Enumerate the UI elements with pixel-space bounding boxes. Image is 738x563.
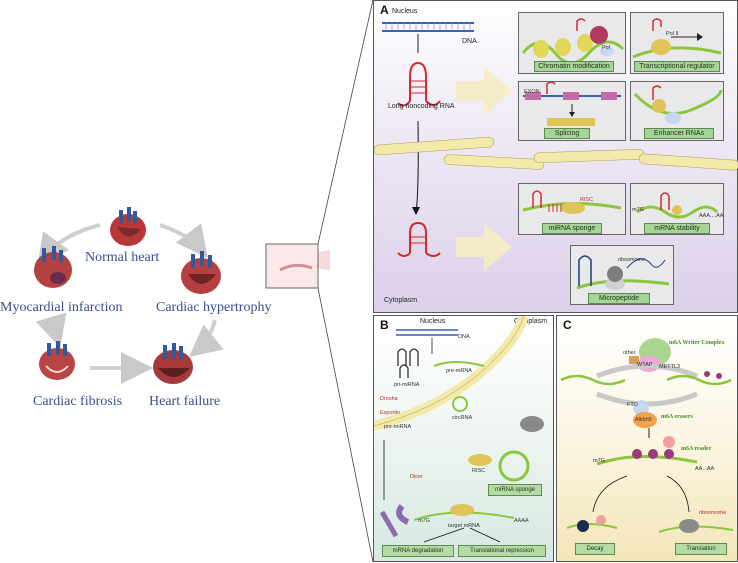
panel-a: A Nucleus DNA Long noncoding RNA Cyt [373, 0, 738, 313]
pre-mrna-label: pre-mRNA [446, 368, 472, 374]
b-cytoplasm-label: Cytoplasm [514, 318, 548, 325]
chromatin-label: Chromatin modification [534, 61, 614, 72]
exportin-label: Exportin [380, 410, 401, 416]
normal-heart-image [110, 207, 146, 246]
c-aa-label: AA...AA [695, 466, 715, 472]
b-aaaa-label: AAAA [514, 518, 529, 524]
fto-label: FTO [627, 402, 638, 408]
aaa-label-a: AAA....AA [699, 213, 724, 219]
b-sponge-label: miRNA sponge [488, 484, 542, 496]
translation-label: Translation [675, 543, 727, 555]
normal-heart-label: Normal heart [85, 250, 160, 265]
drosha-label: Drosha [380, 396, 398, 402]
dna-label: DNA [462, 38, 477, 45]
micropeptide-box [570, 245, 674, 305]
b-nucleus-label: Nucleus [420, 318, 446, 325]
panel-c-tag: C [563, 318, 572, 332]
panel-c: C m6A Writer Complex other WTAP [556, 315, 738, 562]
m7g-label-a: m7G [632, 207, 644, 213]
dicer-label: Dicer [410, 474, 423, 480]
panel-b: B Nucleus Cytoplasm DNA pri-miRNA pre-m [373, 315, 554, 562]
panel-a-drawing [374, 22, 738, 271]
panel-c-drawing [560, 338, 734, 533]
lncrna-label: Long noncoding RNA [388, 103, 455, 110]
panel-a-tag: A [380, 3, 389, 17]
risc-label-a: RISC [580, 197, 594, 203]
erasers-label: m6A erasers [661, 414, 693, 420]
pri-mirna-label: pri-miRNA [394, 382, 420, 388]
infarction-label: Myocardial infarction [0, 300, 123, 315]
hypertrophy-label: Cardiac hypertrophy [156, 300, 272, 315]
alkbh5-label: Alkbh5 [635, 417, 652, 423]
ribosome-label-a: ribsomome [618, 257, 646, 263]
b-m7g-label: m7G [418, 518, 430, 524]
pol2-label: Pol II [666, 31, 679, 37]
pre-mirna-label: pre-miRNA [384, 424, 412, 430]
writer-label: m6A Writer Complex [669, 340, 725, 346]
mettl3-label: METTL3 [659, 364, 681, 370]
failure-label: Heart failure [149, 394, 221, 409]
enhancer-label: Enhancer RNAs [644, 128, 714, 139]
decay-label: Decay [575, 543, 615, 555]
pol-label: Pol [602, 45, 610, 51]
exon-label: EXON [524, 89, 540, 95]
zoom-callout [265, 0, 374, 562]
failure-heart-image [153, 343, 193, 384]
cytoplasm-label: Cytoplasm [384, 297, 418, 304]
nucleus-label: Nucleus [392, 8, 418, 15]
stability-label: mRNA stability [644, 223, 710, 234]
reader-label: m6A reader [681, 446, 712, 452]
infarction-heart-image [34, 246, 72, 288]
wtap-label: WTAP [637, 362, 653, 368]
splicing-label: Splicing [544, 128, 590, 139]
degradation-label: mRNA degradation [382, 545, 454, 557]
micropeptide-label: Micropeptide [588, 293, 650, 304]
circrna-label: circRNA [452, 415, 473, 421]
transcription-label: Transcriptional regulator [634, 61, 720, 72]
b-dna-label: DNA [458, 334, 470, 340]
c-m7g-label: m7G [593, 458, 605, 464]
c-ribosome-label: ribsomome [699, 510, 727, 516]
fibrosis-label: Cardiac fibrosis [33, 394, 123, 409]
repression-label: Translational repression [458, 545, 546, 557]
panel-b-tag: B [380, 318, 389, 332]
b-risc-label: RISC [472, 468, 486, 474]
panel-b-drawing [374, 316, 544, 543]
other-label: other [623, 350, 636, 356]
target-mrna-label: target mRNA [448, 523, 480, 529]
hypertrophy-heart-image [181, 251, 221, 294]
fibrosis-heart-image [39, 341, 75, 380]
sponge-label: miRNA sponge [542, 223, 602, 234]
